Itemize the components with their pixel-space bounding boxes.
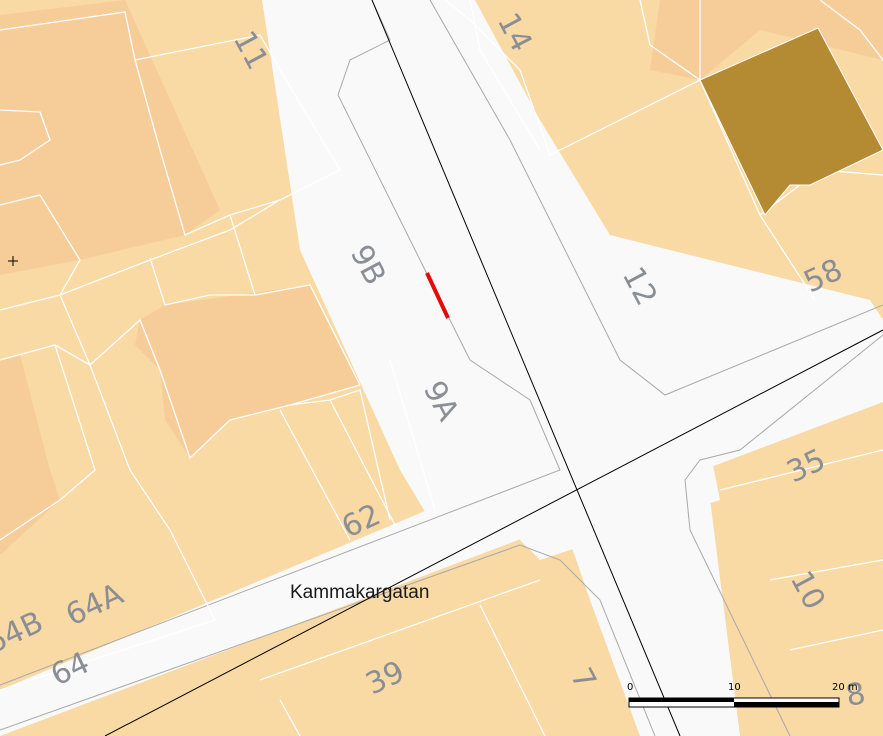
scale-bar: 0 10 20 m bbox=[627, 682, 858, 708]
building-block bbox=[0, 355, 60, 555]
street-name-label: Kammakargatan bbox=[290, 582, 429, 603]
scale-label-10: 10 bbox=[728, 682, 741, 693]
selected-segment-marker[interactable] bbox=[425, 272, 450, 319]
scale-label-20: 20 m bbox=[832, 682, 858, 693]
building-block bbox=[650, 0, 883, 80]
crosshair-icon bbox=[8, 256, 18, 266]
building-block bbox=[135, 285, 360, 458]
highlighted-building bbox=[699, 27, 883, 216]
centerlines bbox=[104, 0, 883, 736]
scale-label-0: 0 bbox=[627, 682, 633, 693]
building-block bbox=[0, 0, 220, 275]
